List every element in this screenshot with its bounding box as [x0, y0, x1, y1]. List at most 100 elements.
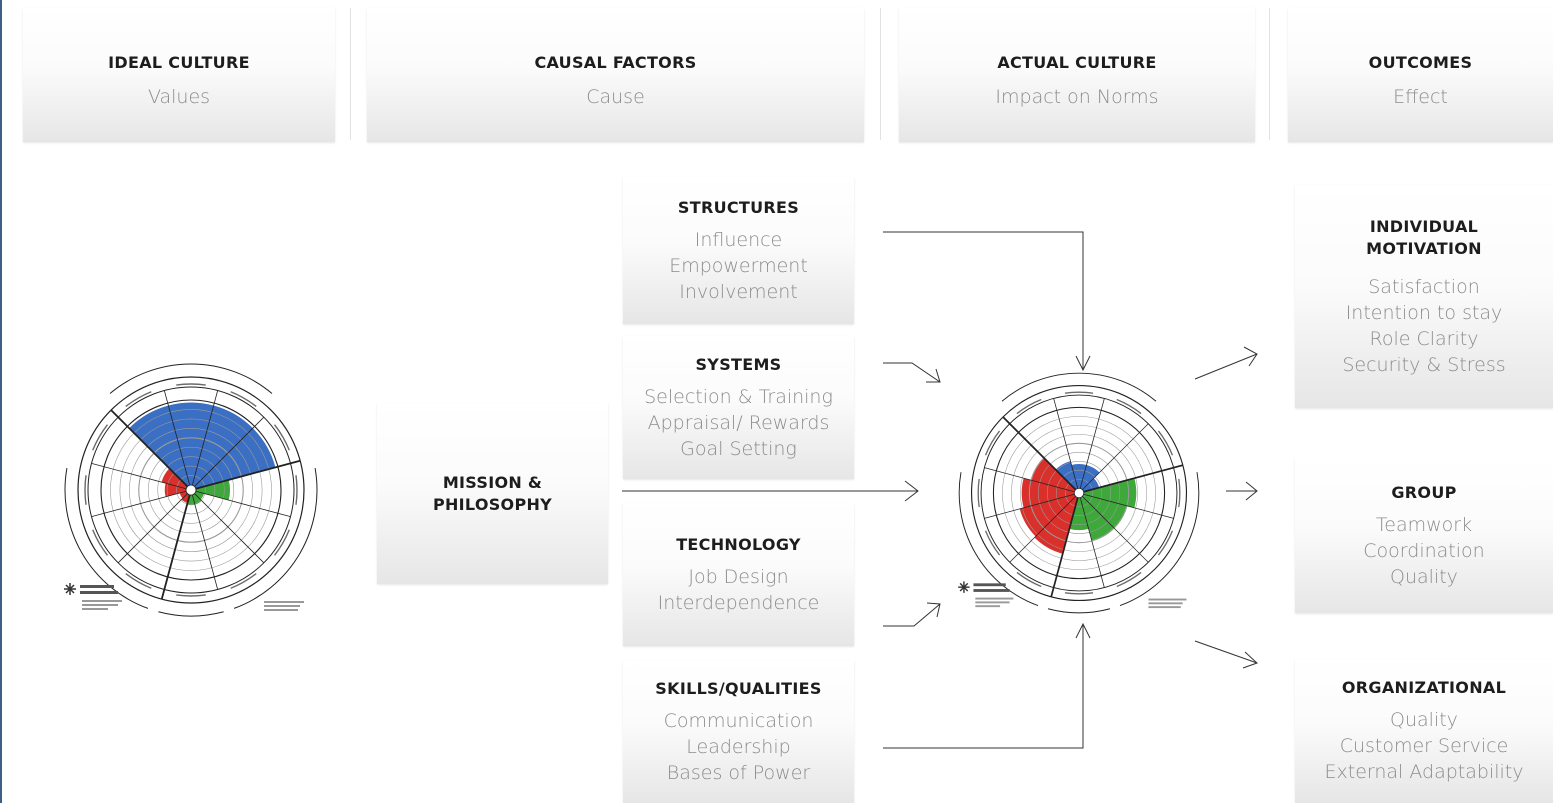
percentile-ring: [1038, 452, 1120, 534]
segment-label-mark: [92, 529, 109, 556]
percentile-ring: [110, 409, 272, 571]
segment-spoke: [91, 462, 187, 490]
segment-spoke: [1079, 398, 1105, 489]
header-title: OUTCOMES: [1368, 53, 1473, 72]
left-edge-rule: [0, 0, 2, 803]
segment-label-mark: [1157, 530, 1174, 556]
segment-label-mark: [1016, 571, 1042, 588]
style-segment-fill: [1082, 494, 1127, 528]
header-outcomes: OUTCOMES Effect: [1288, 8, 1553, 142]
outcome-title-line1: GROUP: [1391, 482, 1457, 502]
structures-title: STRUCTURES: [677, 197, 800, 217]
percentile-ring: [157, 456, 225, 524]
style-segment-fill: [1019, 494, 1076, 537]
arrow-mission: [622, 480, 919, 502]
style-segment-fill: [179, 491, 188, 499]
cluster-divider: [110, 409, 192, 491]
center-hub: [1073, 487, 1085, 499]
outcome-item: Security & Stress: [1342, 353, 1506, 376]
skills-item: Communication: [663, 709, 814, 732]
header-title: ACTUAL CULTURE: [997, 53, 1157, 72]
skills-item: Leadership: [686, 735, 791, 758]
outer-arc-right: [1119, 472, 1200, 607]
segment-label-mark: [977, 478, 980, 508]
style-segment-fill: [1021, 478, 1075, 508]
percentile-ring: [1064, 478, 1094, 508]
systems-title: SYSTEMS: [695, 354, 782, 374]
segment-label-mark: [1116, 398, 1142, 415]
outcome-item: Customer Service: [1339, 735, 1509, 757]
percentile-ring: [1047, 461, 1111, 525]
outcome-item: Intention to stay: [1345, 301, 1503, 324]
segment-spoke: [117, 493, 188, 564]
percentile-ring: [1028, 442, 1130, 544]
header-subtitle: Effect: [1393, 86, 1448, 108]
outer-ring: [970, 384, 1188, 602]
percentile-ring: [166, 465, 216, 515]
label-ring: [980, 394, 1178, 592]
percentile-ring: [1011, 425, 1147, 561]
outcome-item: Quality: [1390, 565, 1458, 588]
outer-arc-top: [1001, 372, 1157, 402]
outer-arc-right: [233, 468, 318, 609]
segment-spoke: [1053, 398, 1079, 489]
column-divider: [1269, 8, 1270, 140]
outer-ring: [77, 376, 305, 604]
segment-spoke: [984, 493, 1075, 519]
segment-label-mark: [125, 572, 152, 589]
outer-arc-top: [109, 363, 273, 394]
percentile-ring: [119, 418, 263, 562]
outer-arc-left: [64, 468, 149, 609]
skills-qualities-box: SKILLS/QUALITIES Communication Leadershi…: [623, 660, 854, 803]
human-synergistics-logo: [958, 581, 1014, 608]
style-segment-fill: [1071, 463, 1087, 489]
actual-culture-circumplex: [958, 372, 1200, 614]
outer-arc-bottom: [1047, 608, 1111, 614]
label-ring: [87, 386, 295, 594]
segment-label-mark: [230, 572, 257, 589]
segment-spoke: [195, 490, 291, 518]
style-segment-fill: [192, 405, 253, 487]
segment-spoke: [91, 490, 187, 518]
segment-label-mark: [984, 430, 1001, 456]
structures-item: Empowerment: [669, 254, 808, 277]
technology-item: Job Design: [688, 565, 789, 588]
percentile-ring: [147, 446, 235, 534]
cluster-divider: [190, 459, 301, 491]
outcome-item: Coordination: [1363, 539, 1485, 562]
segment-label-mark: [1016, 398, 1042, 415]
ideal-culture-circumplex: [64, 363, 318, 617]
grid-outer-ring: [100, 399, 282, 581]
segment-spoke: [163, 390, 191, 486]
segment-spoke: [1082, 496, 1149, 563]
systems-box: SYSTEMS Selection & Training Appraisal/ …: [623, 336, 854, 479]
arrow-to-group: [1226, 481, 1258, 501]
arrow-skills: [883, 622, 1091, 749]
cluster-divider: [1002, 416, 1080, 494]
segment-label-mark: [84, 475, 87, 505]
segment-label-mark: [176, 594, 206, 597]
outcome-title-line1: ORGANIZATIONAL: [1341, 678, 1507, 697]
percentile-ring: [1002, 416, 1156, 570]
systems-item: Appraisal/ Rewards: [647, 411, 830, 434]
segment-label-mark: [273, 529, 290, 556]
outcome-item: External Adaptability: [1324, 761, 1524, 783]
percentile-ring: [138, 437, 244, 543]
header-title: CAUSAL FACTORS: [534, 53, 697, 72]
style-segment-fill: [194, 428, 276, 489]
segment-label-mark: [295, 475, 298, 505]
style-segment-fill: [195, 479, 231, 501]
segment-label-mark: [92, 424, 109, 451]
segment-label-mark: [1064, 592, 1094, 595]
header-subtitle: Cause: [586, 86, 645, 108]
segment-label-mark: [273, 424, 290, 451]
arrow-systems: [883, 362, 941, 383]
style-segment-fill: [1080, 496, 1114, 541]
header-subtitle: Impact on Norms: [995, 86, 1159, 108]
segment-label-mark: [1116, 571, 1142, 588]
segment-spoke: [1009, 496, 1076, 563]
segment-label-mark: [1064, 391, 1094, 394]
outcome-title-line2: MOTIVATION: [1366, 238, 1482, 258]
technology-title: TECHNOLOGY: [676, 534, 801, 554]
